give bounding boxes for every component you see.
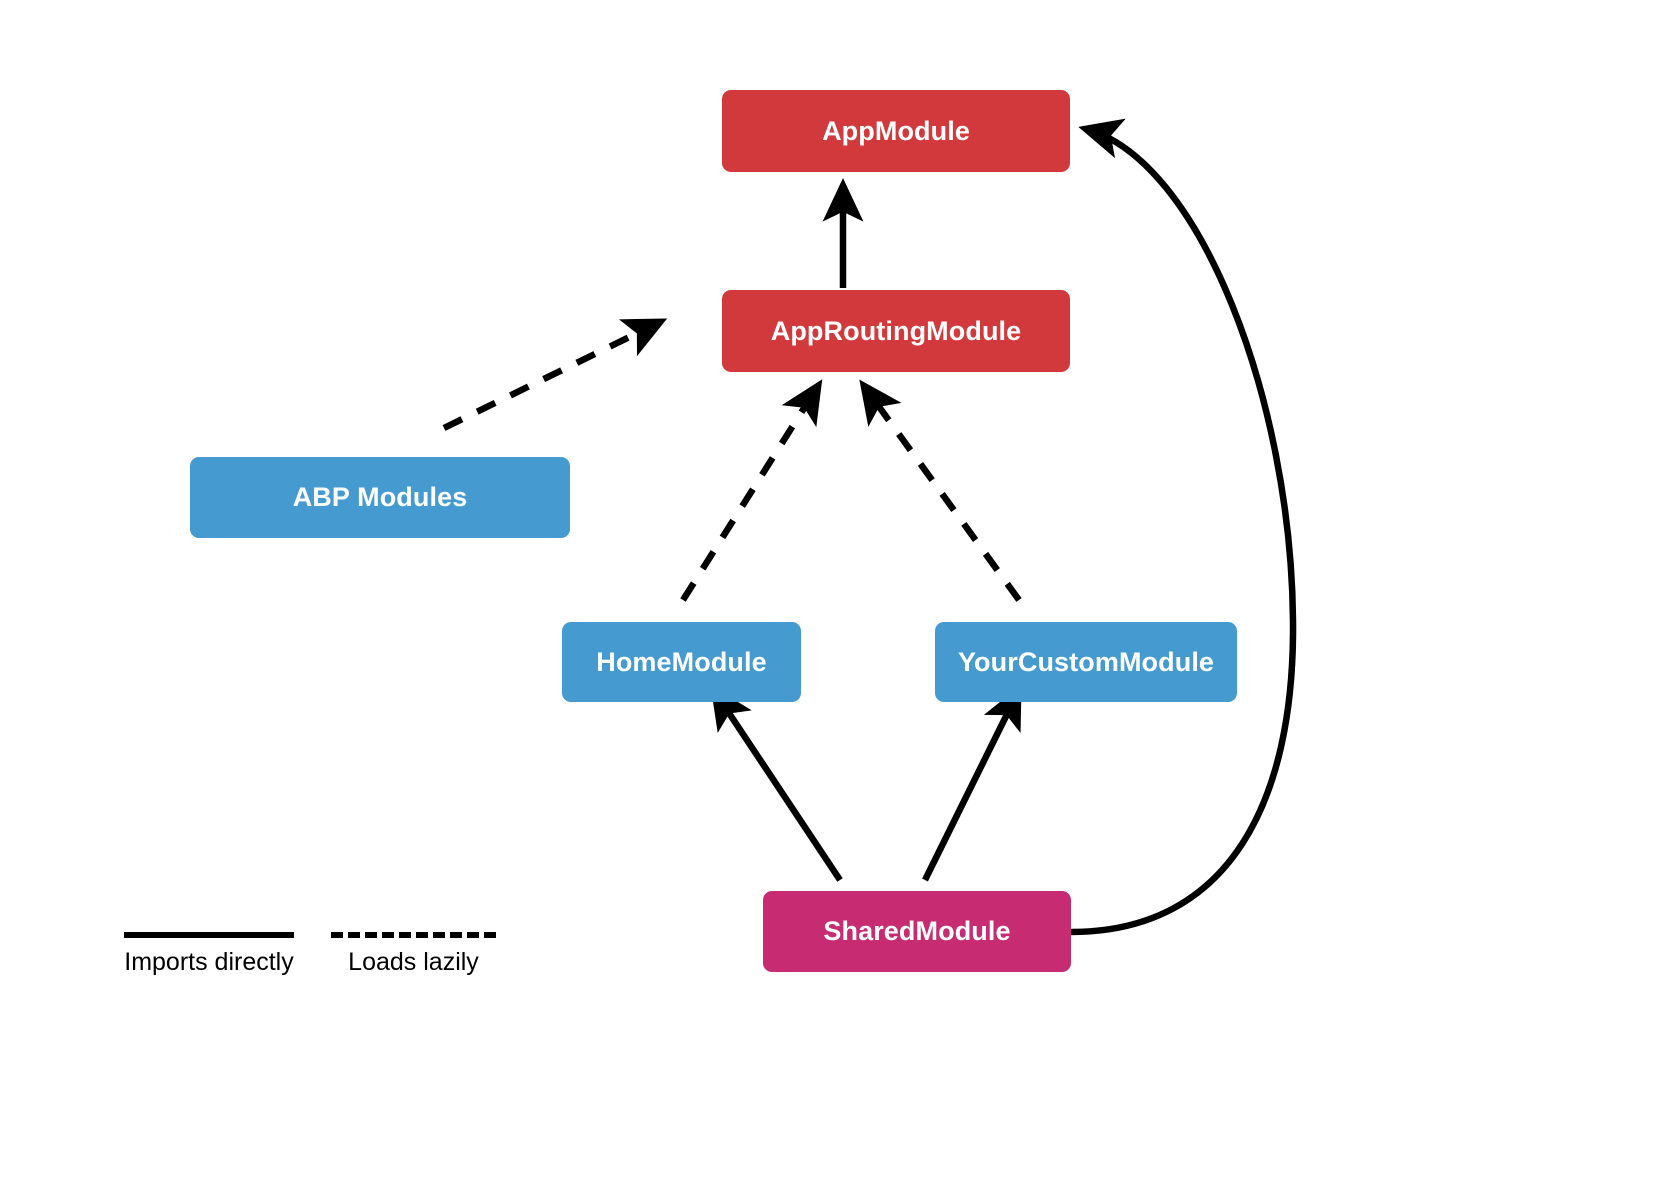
- node-app-module-label: AppModule: [822, 115, 970, 146]
- legend-dashed-line-icon: [331, 932, 496, 938]
- legend-item-imports-directly: Imports directly: [124, 920, 294, 1000]
- node-app-routing-module[interactable]: AppRoutingModule: [722, 290, 1070, 372]
- legend-solid-line-icon: [124, 932, 294, 938]
- node-abp-modules-label: ABP Modules: [292, 482, 468, 512]
- legend: Imports directly Loads lazily: [124, 920, 544, 1000]
- node-app-module[interactable]: AppModule: [722, 90, 1070, 172]
- edge-sharedmodule-to-appmodule: [1070, 118, 1297, 936]
- node-app-routing-module-label: AppRoutingModule: [770, 315, 1022, 346]
- edge-abpmodules-to-approutingmodule: [442, 318, 668, 431]
- node-abp-modules[interactable]: ABP Modules: [190, 457, 570, 538]
- node-shared-module-label: SharedModule: [823, 916, 1011, 946]
- edge-sharedmodule-to-homemodule: [710, 685, 843, 882]
- node-your-custom-module[interactable]: YourCustomModule: [935, 622, 1237, 702]
- edge-sharedmodule-to-yourcustommodule: [922, 684, 1022, 882]
- node-home-module[interactable]: HomeModule: [562, 622, 801, 702]
- node-your-custom-module-label: YourCustomModule: [957, 646, 1215, 677]
- edge-homemodule-to-approutingmodule: [680, 379, 823, 602]
- edge-yourcustommodule-to-approutingmodule: [859, 379, 1022, 602]
- node-home-module-label: HomeModule: [596, 646, 767, 677]
- legend-item-imports-directly-label: Imports directly: [124, 948, 294, 976]
- legend-item-loads-lazily: Loads lazily: [331, 920, 496, 1000]
- legend-item-loads-lazily-label: Loads lazily: [348, 948, 479, 976]
- node-shared-module[interactable]: SharedModule: [763, 891, 1071, 972]
